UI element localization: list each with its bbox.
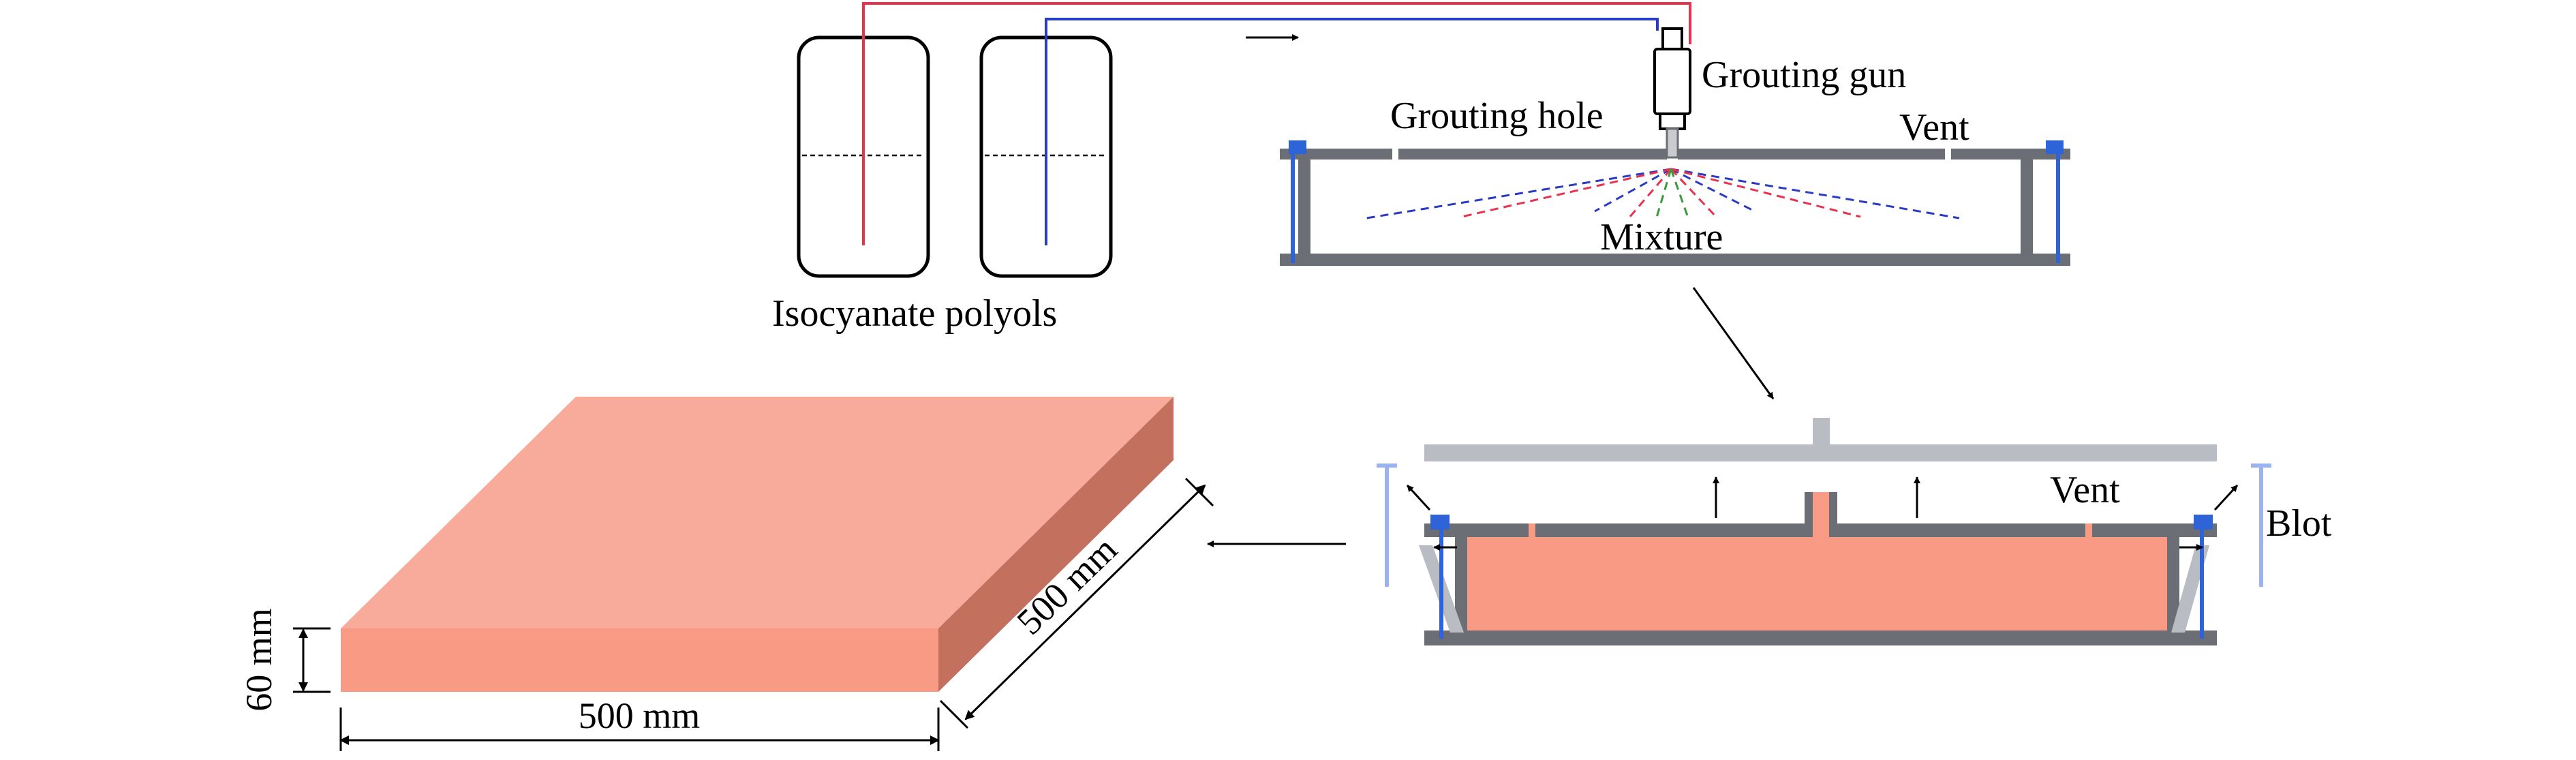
label-grouting-gun: Grouting gun (1702, 54, 1906, 96)
foam-slab (341, 397, 1174, 692)
dimension-lines (293, 477, 1214, 751)
label-vent-top: Vent (1899, 106, 1969, 149)
label-dim-width: 500 mm (579, 695, 701, 736)
grouting-gun-icon (1653, 27, 1691, 159)
label-mixture: Mixture (1600, 216, 1723, 258)
mixture-spray (1366, 168, 1960, 220)
isocyanate-supply-line (862, 2, 1691, 245)
label-vent-bottom: Vent (2050, 469, 2120, 511)
polyol-supply-line (1045, 18, 1659, 245)
process-arrow-down (1692, 287, 1775, 399)
label-isocyanate-polyols: Isocyanate polyols (772, 292, 1057, 335)
label-dim-height: 60 mm (239, 608, 279, 712)
top-mold (1280, 140, 2070, 266)
label-blot: Blot (2266, 502, 2332, 545)
label-grouting-hole: Grouting hole (1390, 95, 1604, 137)
lift-arrows (1406, 476, 2239, 551)
bottom-mold (1377, 418, 2271, 645)
